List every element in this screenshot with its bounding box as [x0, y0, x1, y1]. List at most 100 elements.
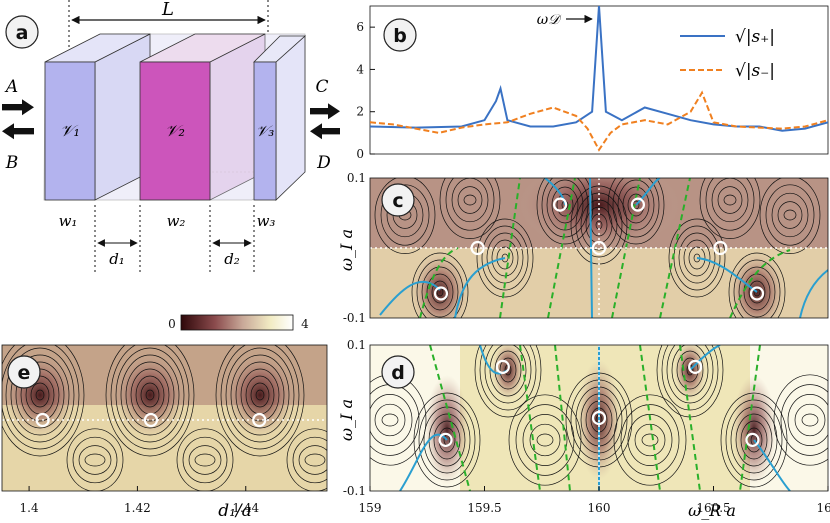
contour-line	[15, 361, 65, 429]
contour-line	[421, 266, 459, 318]
panel-c-points	[433, 197, 765, 301]
contour-line	[215, 345, 305, 457]
contour-line	[35, 389, 45, 401]
panel-d-ylabel: ω_I a	[337, 399, 356, 441]
resonance-point	[252, 412, 267, 428]
output-d-label: D	[316, 153, 331, 173]
zero-curve-blue	[379, 257, 506, 318]
contour-line	[773, 374, 828, 466]
resonance-point	[630, 197, 646, 212]
contour-line	[556, 193, 574, 217]
legend-label: √|s₋|	[735, 61, 775, 81]
contour-line	[783, 209, 797, 221]
contour-line	[673, 225, 721, 291]
series-line-1	[370, 90, 828, 152]
y-tick-label: 4	[356, 62, 364, 76]
contour-line	[188, 445, 222, 475]
contour-line	[735, 413, 773, 467]
y-tick-label: -0.1	[343, 311, 366, 325]
resonance-point	[470, 240, 485, 256]
contour-line	[476, 218, 534, 298]
contour-line	[725, 399, 783, 481]
block-v2	[139, 61, 211, 201]
contour-line	[678, 232, 716, 284]
contour-line	[5, 347, 75, 443]
block-v3-label: 𝒱₃	[256, 122, 275, 140]
contour-line	[699, 178, 761, 239]
arrow-right-icon	[2, 99, 34, 116]
contour-line	[551, 186, 579, 224]
contour-line	[479, 345, 537, 411]
contour-line	[612, 178, 660, 238]
width-w3-label: w₃	[257, 212, 276, 230]
panel-e-points	[35, 412, 267, 428]
contour-line	[474, 345, 542, 418]
contour-line	[176, 428, 234, 491]
contour-line	[374, 403, 406, 437]
panel-e-xlabel: d₁/a	[218, 501, 252, 521]
contour-line	[125, 361, 175, 429]
contour-line	[381, 413, 399, 427]
contour-line	[220, 345, 300, 450]
contour-line	[78, 445, 112, 475]
contour-line	[380, 184, 430, 246]
contour-line	[661, 345, 719, 411]
contour-line	[30, 382, 50, 408]
contour-line	[522, 414, 568, 466]
contour-line	[546, 179, 584, 231]
x-tick-label: 160	[588, 501, 611, 515]
legend-label: √|s₊|	[735, 27, 775, 47]
contour-line	[494, 350, 522, 390]
y-tick-label: 0.1	[347, 171, 366, 185]
contour-line	[688, 246, 706, 270]
gap-d1-label: d₁	[109, 250, 125, 268]
contour-line	[508, 394, 582, 486]
contour-line	[439, 178, 501, 239]
arrow-left-icon	[2, 123, 34, 140]
contour-line	[536, 178, 594, 245]
contour-line	[115, 347, 185, 443]
panel-d-points	[438, 359, 760, 447]
colorbar-max: 4	[301, 317, 309, 331]
block-v2-label: 𝒱₂	[165, 121, 185, 140]
contour-line	[120, 354, 180, 436]
contour-line	[759, 178, 821, 254]
contour-line	[304, 453, 326, 467]
contour-line	[613, 394, 687, 486]
block-v1	[44, 61, 96, 201]
gap-d2-label: d₂	[224, 250, 240, 268]
contour-line	[484, 345, 532, 404]
contour-line	[529, 423, 561, 457]
contour-line	[225, 347, 295, 443]
omega-d-annotation: ω𝒟	[537, 12, 562, 28]
x-tick-label: 1.42	[124, 501, 151, 515]
x-tick-label: 159	[359, 501, 382, 515]
x-tick-label: 159.5	[467, 501, 501, 515]
contour-line	[255, 389, 265, 401]
contour-line	[738, 266, 776, 318]
contour-line	[720, 392, 788, 488]
colorbar: 0 4	[168, 314, 309, 331]
resonance-point	[438, 432, 453, 447]
input-b-label: B	[5, 153, 19, 173]
contour-line	[671, 345, 709, 397]
contour-line	[634, 423, 666, 457]
resonance-point	[143, 412, 159, 428]
contour-line	[794, 403, 826, 437]
panel-c-heatmap: 0.1-0.1 ω_I a c	[337, 171, 829, 325]
contour-line	[676, 350, 704, 390]
contour-line	[463, 194, 477, 206]
contour-line	[717, 186, 743, 214]
x-tick-label: 1.44	[232, 501, 259, 515]
svg-text:c: c	[392, 190, 403, 212]
contour-line	[130, 368, 170, 422]
contour-line	[641, 433, 659, 447]
panel-c-badge: c	[381, 183, 415, 217]
y-tick-label: -0.1	[343, 484, 366, 498]
contour-line	[733, 259, 781, 318]
